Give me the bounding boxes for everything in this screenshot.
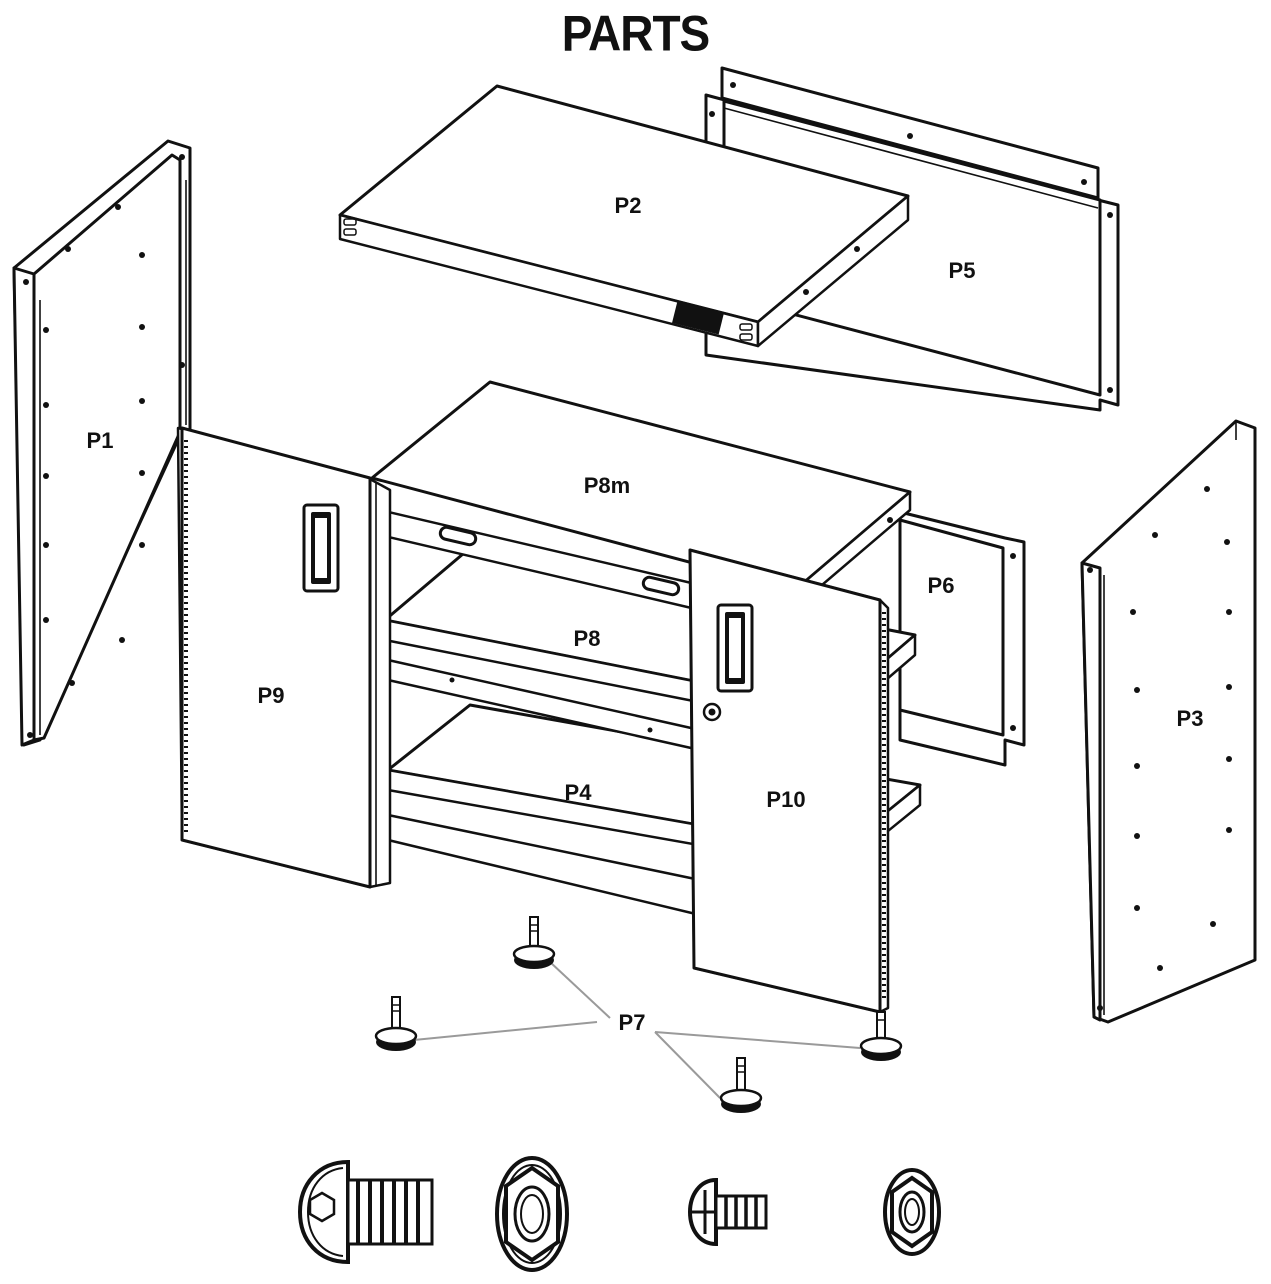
- page-title: PARTS: [561, 4, 711, 62]
- label-p7: P7: [619, 1010, 646, 1035]
- side-panel-p3: [1080, 419, 1257, 1024]
- label-p3: P3: [1177, 706, 1204, 731]
- phillips-screw-icon: [687, 1177, 768, 1247]
- label-p8: P8: [574, 626, 601, 651]
- label-p6: P6: [928, 573, 955, 598]
- foot-3: [859, 1011, 903, 1061]
- label-p5: P5: [949, 258, 976, 283]
- label-p2: P2: [615, 193, 642, 218]
- door-p9: [176, 426, 392, 889]
- label-p4: P4: [565, 780, 593, 805]
- leveling-feet-p7: [374, 916, 903, 1113]
- label-p1: P1: [87, 428, 114, 453]
- foot-1: [512, 916, 556, 969]
- label-p8m: P8m: [584, 473, 630, 498]
- bolt-icon: [297, 1159, 434, 1265]
- top-panel-p2: [338, 84, 910, 348]
- back-panel-p6: [898, 510, 1026, 767]
- foot-4: [719, 1057, 763, 1113]
- large-flange-nut-icon: [495, 1156, 569, 1272]
- label-p10: P10: [766, 787, 805, 812]
- label-p9: P9: [258, 683, 285, 708]
- door-p10: [688, 548, 890, 1014]
- foot-2: [374, 996, 418, 1051]
- small-flange-nut-icon: [883, 1168, 941, 1256]
